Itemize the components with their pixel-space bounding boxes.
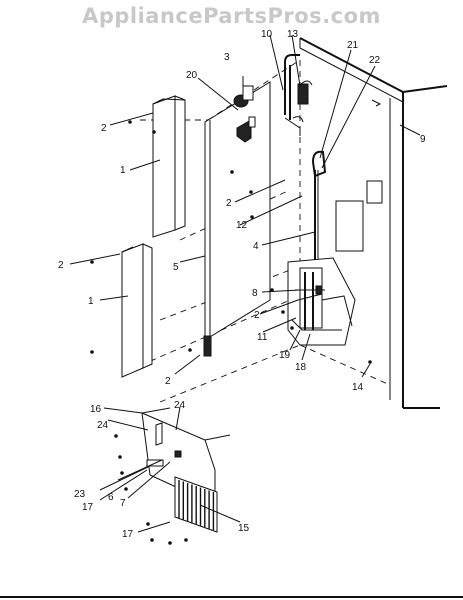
front-grille — [174, 476, 218, 533]
front-panel-upper — [152, 95, 186, 238]
callout-11: 11 — [257, 332, 268, 343]
callout-17-lower: 17 — [122, 529, 134, 540]
screw-icon — [184, 538, 188, 542]
callout-2-top: 2 — [101, 123, 107, 134]
refrigerator-cabinet — [299, 37, 448, 409]
callout-21: 21 — [347, 40, 359, 51]
divider-panel — [203, 81, 271, 357]
screw-icon — [146, 522, 150, 526]
screw-icon — [249, 190, 253, 194]
screw-icon — [281, 310, 285, 314]
callout-22: 22 — [369, 55, 381, 66]
screw-icon — [124, 487, 128, 491]
screw-icon — [250, 215, 254, 219]
leader-lines — [69, 34, 421, 533]
callout-3: 3 — [224, 52, 230, 63]
callout-7: 7 — [120, 498, 126, 509]
callout-16: 16 — [90, 404, 102, 415]
screw-icon — [270, 288, 274, 292]
callout-8: 8 — [252, 288, 258, 299]
screw-icon — [90, 260, 94, 264]
callout-1-upper: 1 — [120, 165, 126, 176]
screw-icon — [290, 326, 294, 330]
dispenser-housing — [287, 257, 356, 346]
screw-icon — [188, 348, 192, 352]
screw-icon — [120, 471, 124, 475]
callout-14: 14 — [352, 382, 364, 393]
screw-icon — [114, 434, 118, 438]
callout-9: 9 — [420, 134, 426, 145]
callout-20: 20 — [186, 70, 198, 81]
callout-2-middle: 2 — [226, 198, 232, 209]
screw-icon — [150, 538, 154, 542]
callout-12: 12 — [236, 220, 248, 231]
callout-2-lower-mid: 2 — [254, 310, 260, 321]
callout-2-left: 2 — [58, 260, 64, 271]
callout-10: 10 — [261, 29, 273, 40]
callout-24-left: 24 — [97, 420, 109, 431]
front-panel-lower — [121, 243, 153, 378]
control-parts — [233, 85, 256, 143]
watermark: AppliancePartsPros.com — [82, 4, 381, 28]
screw-icon — [118, 455, 122, 459]
screws — [90, 120, 372, 545]
screw-icon — [128, 120, 132, 124]
callout-19: 19 — [279, 350, 291, 361]
callout-13: 13 — [287, 29, 299, 40]
callout-17-upper: 17 — [82, 502, 94, 513]
screw-icon — [90, 350, 94, 354]
water-tube-assembly — [284, 54, 327, 262]
callout-2-bottom: 2 — [165, 376, 171, 387]
callout-1-lower: 1 — [88, 296, 94, 307]
callout-23: 23 — [74, 489, 86, 500]
screw-icon — [368, 360, 372, 364]
callout-labels: 1 1 2 2 2 2 2 3 4 5 6 7 8 9 10 11 12 13 … — [58, 29, 426, 540]
callout-6: 6 — [108, 492, 114, 503]
callout-15: 15 — [238, 523, 250, 534]
callout-5: 5 — [173, 262, 179, 273]
callout-4: 4 — [253, 241, 259, 252]
callout-24-right: 24 — [174, 400, 186, 411]
screw-icon — [152, 130, 156, 134]
screw-icon — [168, 541, 172, 545]
callout-18: 18 — [295, 362, 307, 373]
screw-icon — [230, 170, 234, 174]
